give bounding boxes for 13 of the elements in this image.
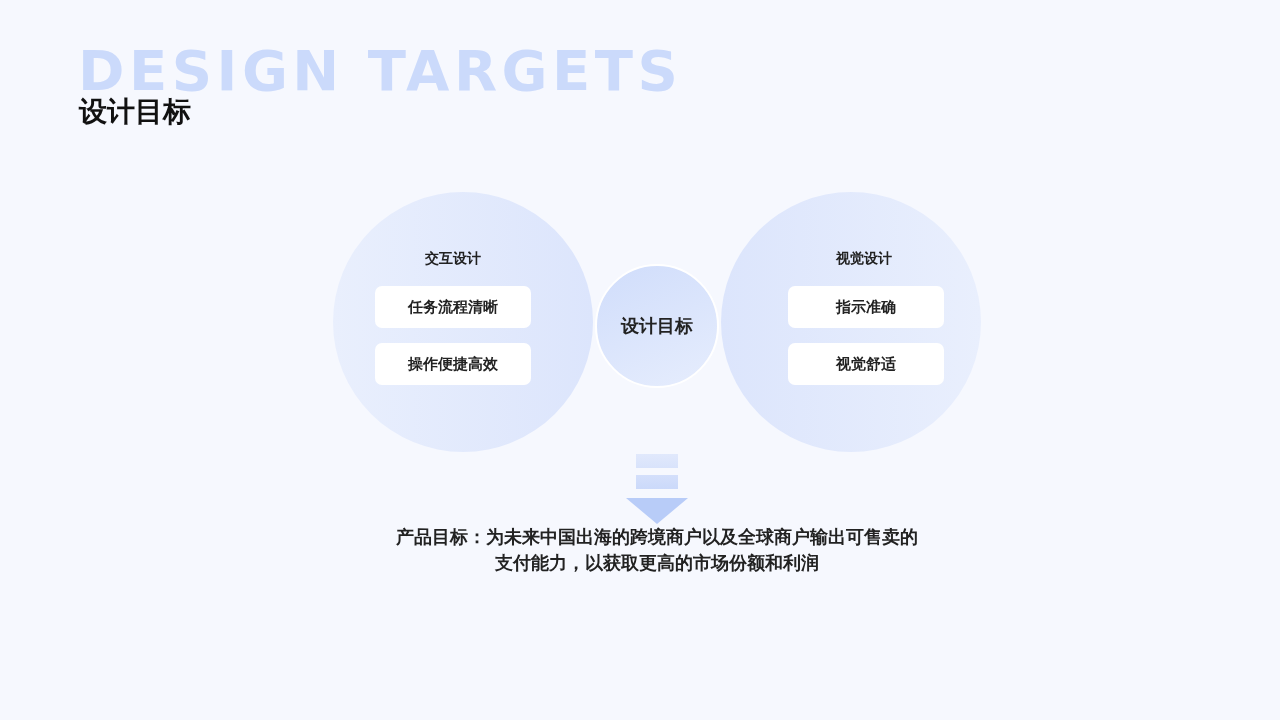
group-heading: 视觉设计 <box>836 249 892 268</box>
goal-statement: 产品目标：为未来中国出海的跨境商户以及全球商户输出可售卖的支付能力，以获取更高的市场份额和利润 <box>392 524 922 576</box>
goal-label: 任务流程清晰 <box>408 297 498 317</box>
goal-card <box>375 286 531 328</box>
group-heading: 交互设计 <box>425 249 481 268</box>
goal-card <box>375 343 531 385</box>
goal-card <box>788 343 944 385</box>
goal-label: 视觉舒适 <box>836 354 896 374</box>
page-title: 设计目标 <box>79 97 191 127</box>
goal-card <box>788 286 944 328</box>
goal-label: 操作便捷高效 <box>408 354 498 374</box>
hub-label: 设计目标 <box>621 315 693 338</box>
goal-label: 指示准确 <box>836 297 896 317</box>
